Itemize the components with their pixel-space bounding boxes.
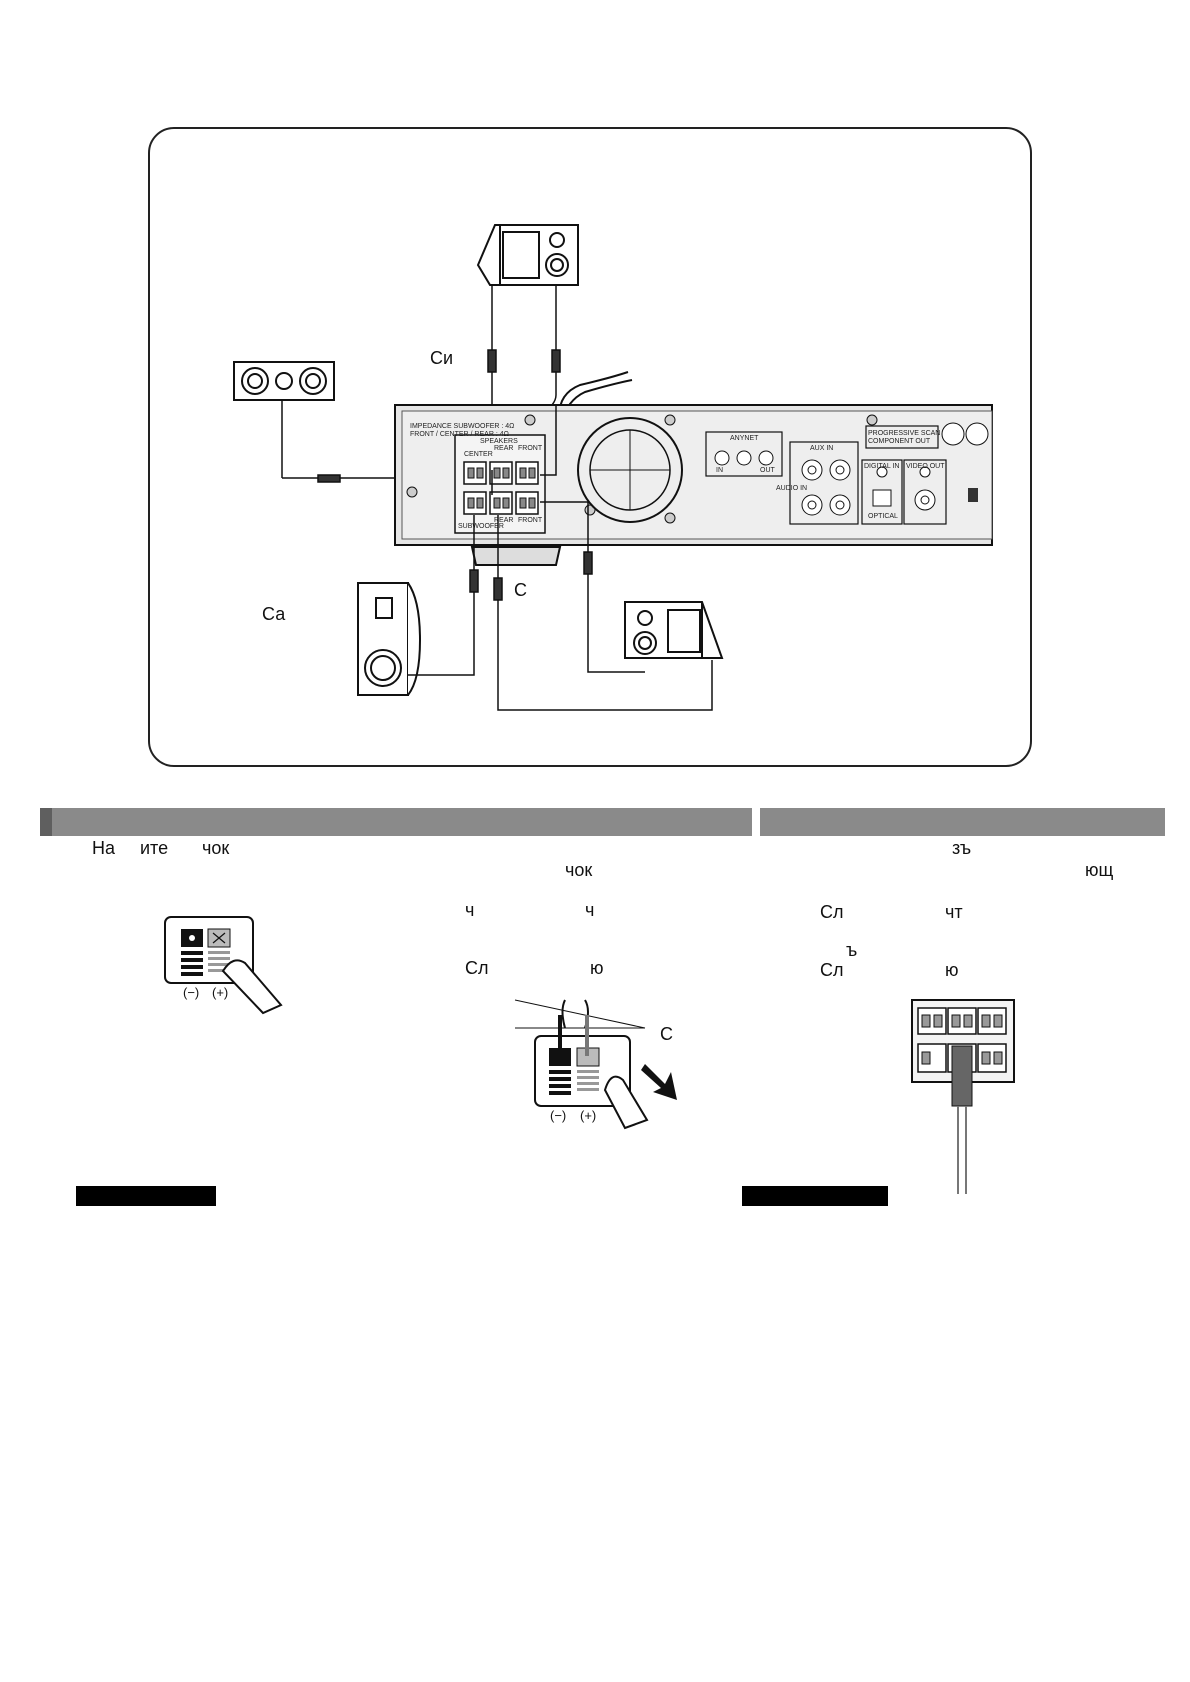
right-line3a: Сл bbox=[820, 902, 844, 922]
right-line5a: Сл bbox=[820, 960, 844, 980]
anynet-label: ANYNET bbox=[730, 435, 759, 442]
progressive-scan-label: PROGRESSIVE SCAN bbox=[868, 430, 940, 437]
anynet-in-label: IN bbox=[716, 467, 723, 474]
left-line2: чок bbox=[565, 860, 593, 880]
note-bar-left bbox=[76, 1186, 216, 1206]
subwoofer-label: SUBWOOFER bbox=[458, 523, 504, 530]
section-header-left bbox=[40, 808, 752, 836]
right-line3b: чт bbox=[945, 902, 963, 922]
left2-plus-label: (+) bbox=[580, 1108, 597, 1123]
left-line1-word2: ите bbox=[140, 838, 169, 858]
component-out-label: COMPONENT OUT bbox=[868, 438, 931, 445]
connector-block-illustration bbox=[911, 999, 1015, 1194]
section-header-right bbox=[760, 808, 1165, 836]
optical-label: OPTICAL bbox=[868, 513, 898, 520]
left-line3a: ч bbox=[465, 900, 475, 920]
rear-label-right: REAR bbox=[494, 517, 513, 524]
subwoofer-speaker bbox=[357, 582, 422, 696]
impedance-label: IMPEDANCE SUBWOOFER : 4Ω bbox=[410, 423, 514, 430]
anynet-out-label: OUT bbox=[760, 467, 776, 474]
front-label-right: FRONT bbox=[518, 517, 543, 524]
rear-label-left: REAR bbox=[494, 445, 513, 452]
label-c: С bbox=[514, 580, 527, 600]
left-line4b: ю bbox=[590, 958, 604, 978]
right-line1: зъ bbox=[952, 838, 972, 858]
right-line4: ъ bbox=[846, 940, 858, 960]
left-plus-label: (+) bbox=[212, 985, 229, 1000]
right-line2: ющ bbox=[1085, 860, 1114, 880]
digital-in-label: DIGITAL IN bbox=[864, 463, 899, 470]
speakers-label: SPEAKERS bbox=[480, 438, 518, 445]
impedance-label-2: FRONT / CENTER / REAR : 4Ω bbox=[410, 431, 509, 438]
connection-diagram: IMPEDANCE SUBWOOFER : 4Ω FRONT / CENTER … bbox=[233, 224, 993, 711]
left-line1-word3: чок bbox=[202, 838, 230, 858]
label-si: Си bbox=[430, 348, 454, 368]
left-minus-label: (−) bbox=[183, 985, 200, 1000]
wire-insert-illustration bbox=[514, 999, 677, 1130]
left-line1-word1: На bbox=[92, 838, 116, 858]
video-out-label: VIDEO OUT bbox=[906, 463, 945, 470]
front-speaker-top bbox=[476, 224, 579, 286]
terminal-press-illustration bbox=[164, 916, 283, 1015]
left-line3b: ч bbox=[585, 900, 595, 920]
label-ca: Са bbox=[262, 604, 286, 624]
center-speaker bbox=[233, 361, 335, 401]
note-bar-right bbox=[742, 1186, 888, 1206]
left-label-c: С bbox=[660, 1024, 673, 1044]
audio-in-label: AUDIO IN bbox=[776, 485, 807, 492]
receiver-rear-panel: IMPEDANCE SUBWOOFER : 4Ω FRONT / CENTER … bbox=[394, 404, 993, 566]
aux-in-label: AUX IN bbox=[810, 445, 833, 452]
front-speaker-right bbox=[624, 601, 724, 659]
center-label: CENTER bbox=[464, 451, 493, 458]
right-line5b: ю bbox=[945, 960, 959, 980]
left-line4a: Сл bbox=[465, 958, 489, 978]
diagram-frame bbox=[148, 127, 1032, 767]
left2-minus-label: (−) bbox=[550, 1108, 567, 1123]
front-label-left: FRONT bbox=[518, 445, 543, 452]
